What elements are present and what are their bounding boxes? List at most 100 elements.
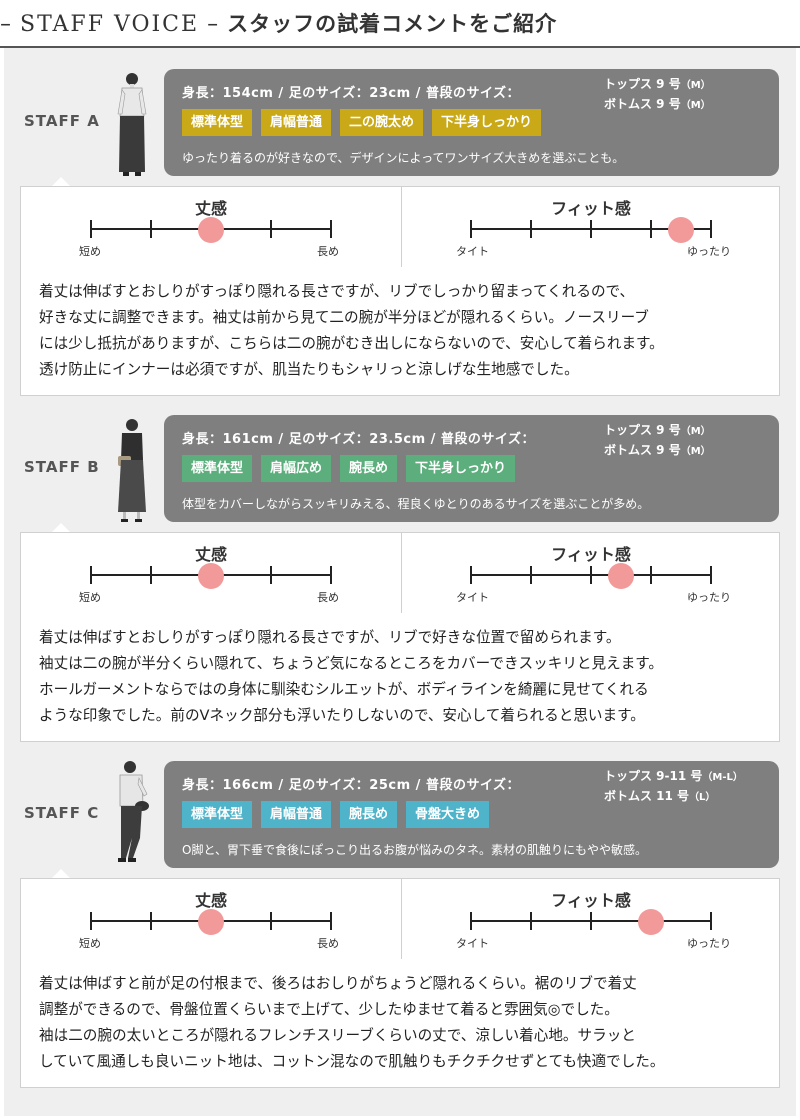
body-type-tags: 標準体型 肩幅普通 二の腕太め 下半身しっかり (182, 109, 542, 136)
bottoms-size-letter: （L） (689, 792, 716, 803)
length-tick (330, 220, 332, 238)
length-max-label: 長め (317, 937, 339, 950)
fit-tick (470, 912, 472, 930)
staff-usual-sizes: トップス 9 号（M） ボトムス 9 号（M） (604, 421, 711, 461)
staff-info-bubble: 身長：161cm / 足のサイズ：23.5cm / 普段のサイズ： トップス 9… (164, 415, 779, 522)
review-line: 着丈は伸ばすとおしりがすっぽり隠れる長さですが、リブでしっかり留まってくれるので… (39, 283, 635, 300)
staff-c-figure (118, 761, 149, 862)
fit-min-label: タイト (456, 591, 489, 604)
title-dash-right: – (207, 12, 220, 37)
fit-marker (608, 563, 634, 589)
length-scale-title: 丈感 (194, 199, 227, 218)
staff-review: 着丈は伸ばすと前が足の付根まで、後ろはおしりがちょうど隠れるくらい。裾のリブで着… (20, 959, 780, 1088)
length-tick (330, 912, 332, 930)
staff-label: STAFF C (24, 804, 100, 822)
review-line: していて風通しも良いニット地は、コットン混なので肌触りもチクチクせずとても快適で… (39, 1053, 665, 1070)
body-type-tags: 標準体型 肩幅広め 腕長め 下半身しっかり (182, 455, 516, 482)
body-tag: 標準体型 (182, 455, 253, 482)
review-line: 袖丈は二の腕が半分くらい隠れて、ちょうど気になるところをカバーできスッキリと見え… (39, 655, 664, 672)
fit-tick (470, 566, 472, 584)
review-line: 着丈は伸ばすとおしりがすっぽり隠れる長さですが、リブで好きな位置で留められます。 (39, 629, 621, 646)
bottoms-size-letter: （M） (680, 100, 711, 111)
scale-divider (401, 533, 402, 613)
body-tag: 肩幅普通 (261, 109, 332, 136)
staff-comment: 体型をカバーしながらスッキリみえる、程良くゆとりのあるサイズを選ぶことが多め。 (182, 497, 650, 511)
tops-size: トップス 9 号 (604, 423, 681, 437)
fit-max-label: ゆったり (687, 591, 731, 604)
title-en: STAFF VOICE (20, 12, 200, 37)
length-tick (90, 912, 92, 930)
tops-size-letter: （M） (680, 426, 711, 437)
fit-tick (710, 220, 712, 238)
length-scale-title: 丈感 (194, 891, 227, 910)
tops-size-letter: （M） (680, 80, 711, 91)
fit-tick (590, 566, 592, 584)
fit-tick (590, 912, 592, 930)
body-tag: 標準体型 (182, 109, 253, 136)
fit-min-label: タイト (456, 937, 489, 950)
staff-label: STAFF B (24, 458, 100, 476)
body-tag: 下半身しっかり (406, 455, 516, 482)
body-tag: 二の腕太め (340, 109, 424, 136)
staff-a-figure (117, 73, 147, 176)
scale-divider (401, 187, 402, 267)
scale-box: 丈感 短め 長め フィット感 タイト ゆったり (20, 878, 780, 960)
scale-divider (401, 879, 402, 959)
body-type-tags: 標準体型 肩幅普通 腕長め 骨盤大きめ (182, 801, 490, 828)
fit-min-label: タイト (456, 245, 489, 258)
length-tick (150, 566, 152, 584)
review-line: 着丈は伸ばすと前が足の付根まで、後ろはおしりがちょうど隠れるくらい。裾のリブで着… (39, 975, 637, 992)
review-line: には少し抵抗がありますが、こちらは二の腕がむき出しにならないので、安心して着られ… (39, 335, 664, 352)
length-marker (198, 217, 224, 243)
length-min-label: 短め (79, 937, 101, 950)
staff-info-bubble: 身長：166cm / 足のサイズ：25cm / 普段のサイズ： トップス 9-1… (164, 761, 779, 868)
bottoms-size: ボトムス 11 号 (604, 789, 690, 803)
review-line: 調整ができるので、骨盤位置くらいまで上げて、少したゆませて着ると雰囲気◎でした。 (39, 1001, 619, 1018)
length-min-label: 短め (79, 591, 101, 604)
body-tag: 腕長め (340, 801, 398, 828)
fit-marker (668, 217, 694, 243)
fit-tick (650, 566, 652, 584)
staff-section-b: STAFF B 身長：161cm / 足のサイズ：23.5cm / 普段のサイズ… (0, 406, 800, 756)
page-header: – STAFF VOICE – スタッフの試着コメントをご紹介 (0, 0, 800, 48)
length-marker (198, 909, 224, 935)
body-tag: 腕長め (340, 455, 398, 482)
length-scale: 丈感 短め 長め (21, 533, 401, 613)
fit-tick (530, 220, 532, 238)
scale-pointer (52, 869, 70, 878)
title-jp: スタッフの試着コメントをご紹介 (227, 12, 558, 36)
bottoms-size-letter: （M） (680, 446, 711, 457)
staff-stats: 身長：166cm / 足のサイズ：25cm / 普段のサイズ： (182, 778, 521, 793)
body-tag: 肩幅普通 (261, 801, 332, 828)
page-title: – STAFF VOICE – スタッフの試着コメントをご紹介 (0, 8, 557, 38)
staff-section-c: STAFF C 身長：166cm / 足のサイズ：25cm / 普段のサイズ： … (0, 752, 800, 1102)
fit-tick (530, 912, 532, 930)
staff-comment: ゆったり着るのが好きなので、デザインによってワンサイズ大きめを選ぶことも。 (182, 151, 625, 165)
fit-max-label: ゆったり (687, 245, 731, 258)
staff-label: STAFF A (24, 112, 100, 130)
scale-box: 丈感 短め 長め フィット感 タイト ゆったり (20, 532, 780, 614)
tops-size-letter: （M-L） (702, 772, 743, 783)
length-tick (90, 220, 92, 238)
scale-box: 丈感 短め 長め フィット感 タイト ゆったり (20, 186, 780, 268)
staff-stats: 身長：154cm / 足のサイズ：23cm / 普段のサイズ： (182, 86, 521, 101)
staff-info-bubble: 身長：154cm / 足のサイズ：23cm / 普段のサイズ： トップス 9 号… (164, 69, 779, 176)
staff-usual-sizes: トップス 9 号（M） ボトムス 9 号（M） (604, 75, 711, 115)
tops-size: トップス 9 号 (604, 77, 681, 91)
bottoms-size: ボトムス 9 号 (604, 443, 681, 457)
fit-scale: フィット感 タイト ゆったり (401, 879, 781, 959)
fit-scale-title: フィット感 (551, 199, 631, 218)
length-min-label: 短め (79, 245, 101, 258)
bottoms-size: ボトムス 9 号 (604, 97, 681, 111)
length-max-label: 長め (317, 245, 339, 258)
length-tick (270, 566, 272, 584)
fit-marker (638, 909, 664, 935)
length-marker (198, 563, 224, 589)
review-line: 好きな丈に調整できます。袖丈は前から見て二の腕が半分ほどが隠れるくらい。ノースリ… (39, 309, 649, 326)
body-tag: 肩幅広め (261, 455, 332, 482)
fit-tick (710, 566, 712, 584)
length-scale: 丈感 短め 長め (21, 879, 401, 959)
fit-tick (530, 566, 532, 584)
body-tag: 下半身しっかり (432, 109, 542, 136)
fit-scale: フィット感 タイト ゆったり (401, 533, 781, 613)
